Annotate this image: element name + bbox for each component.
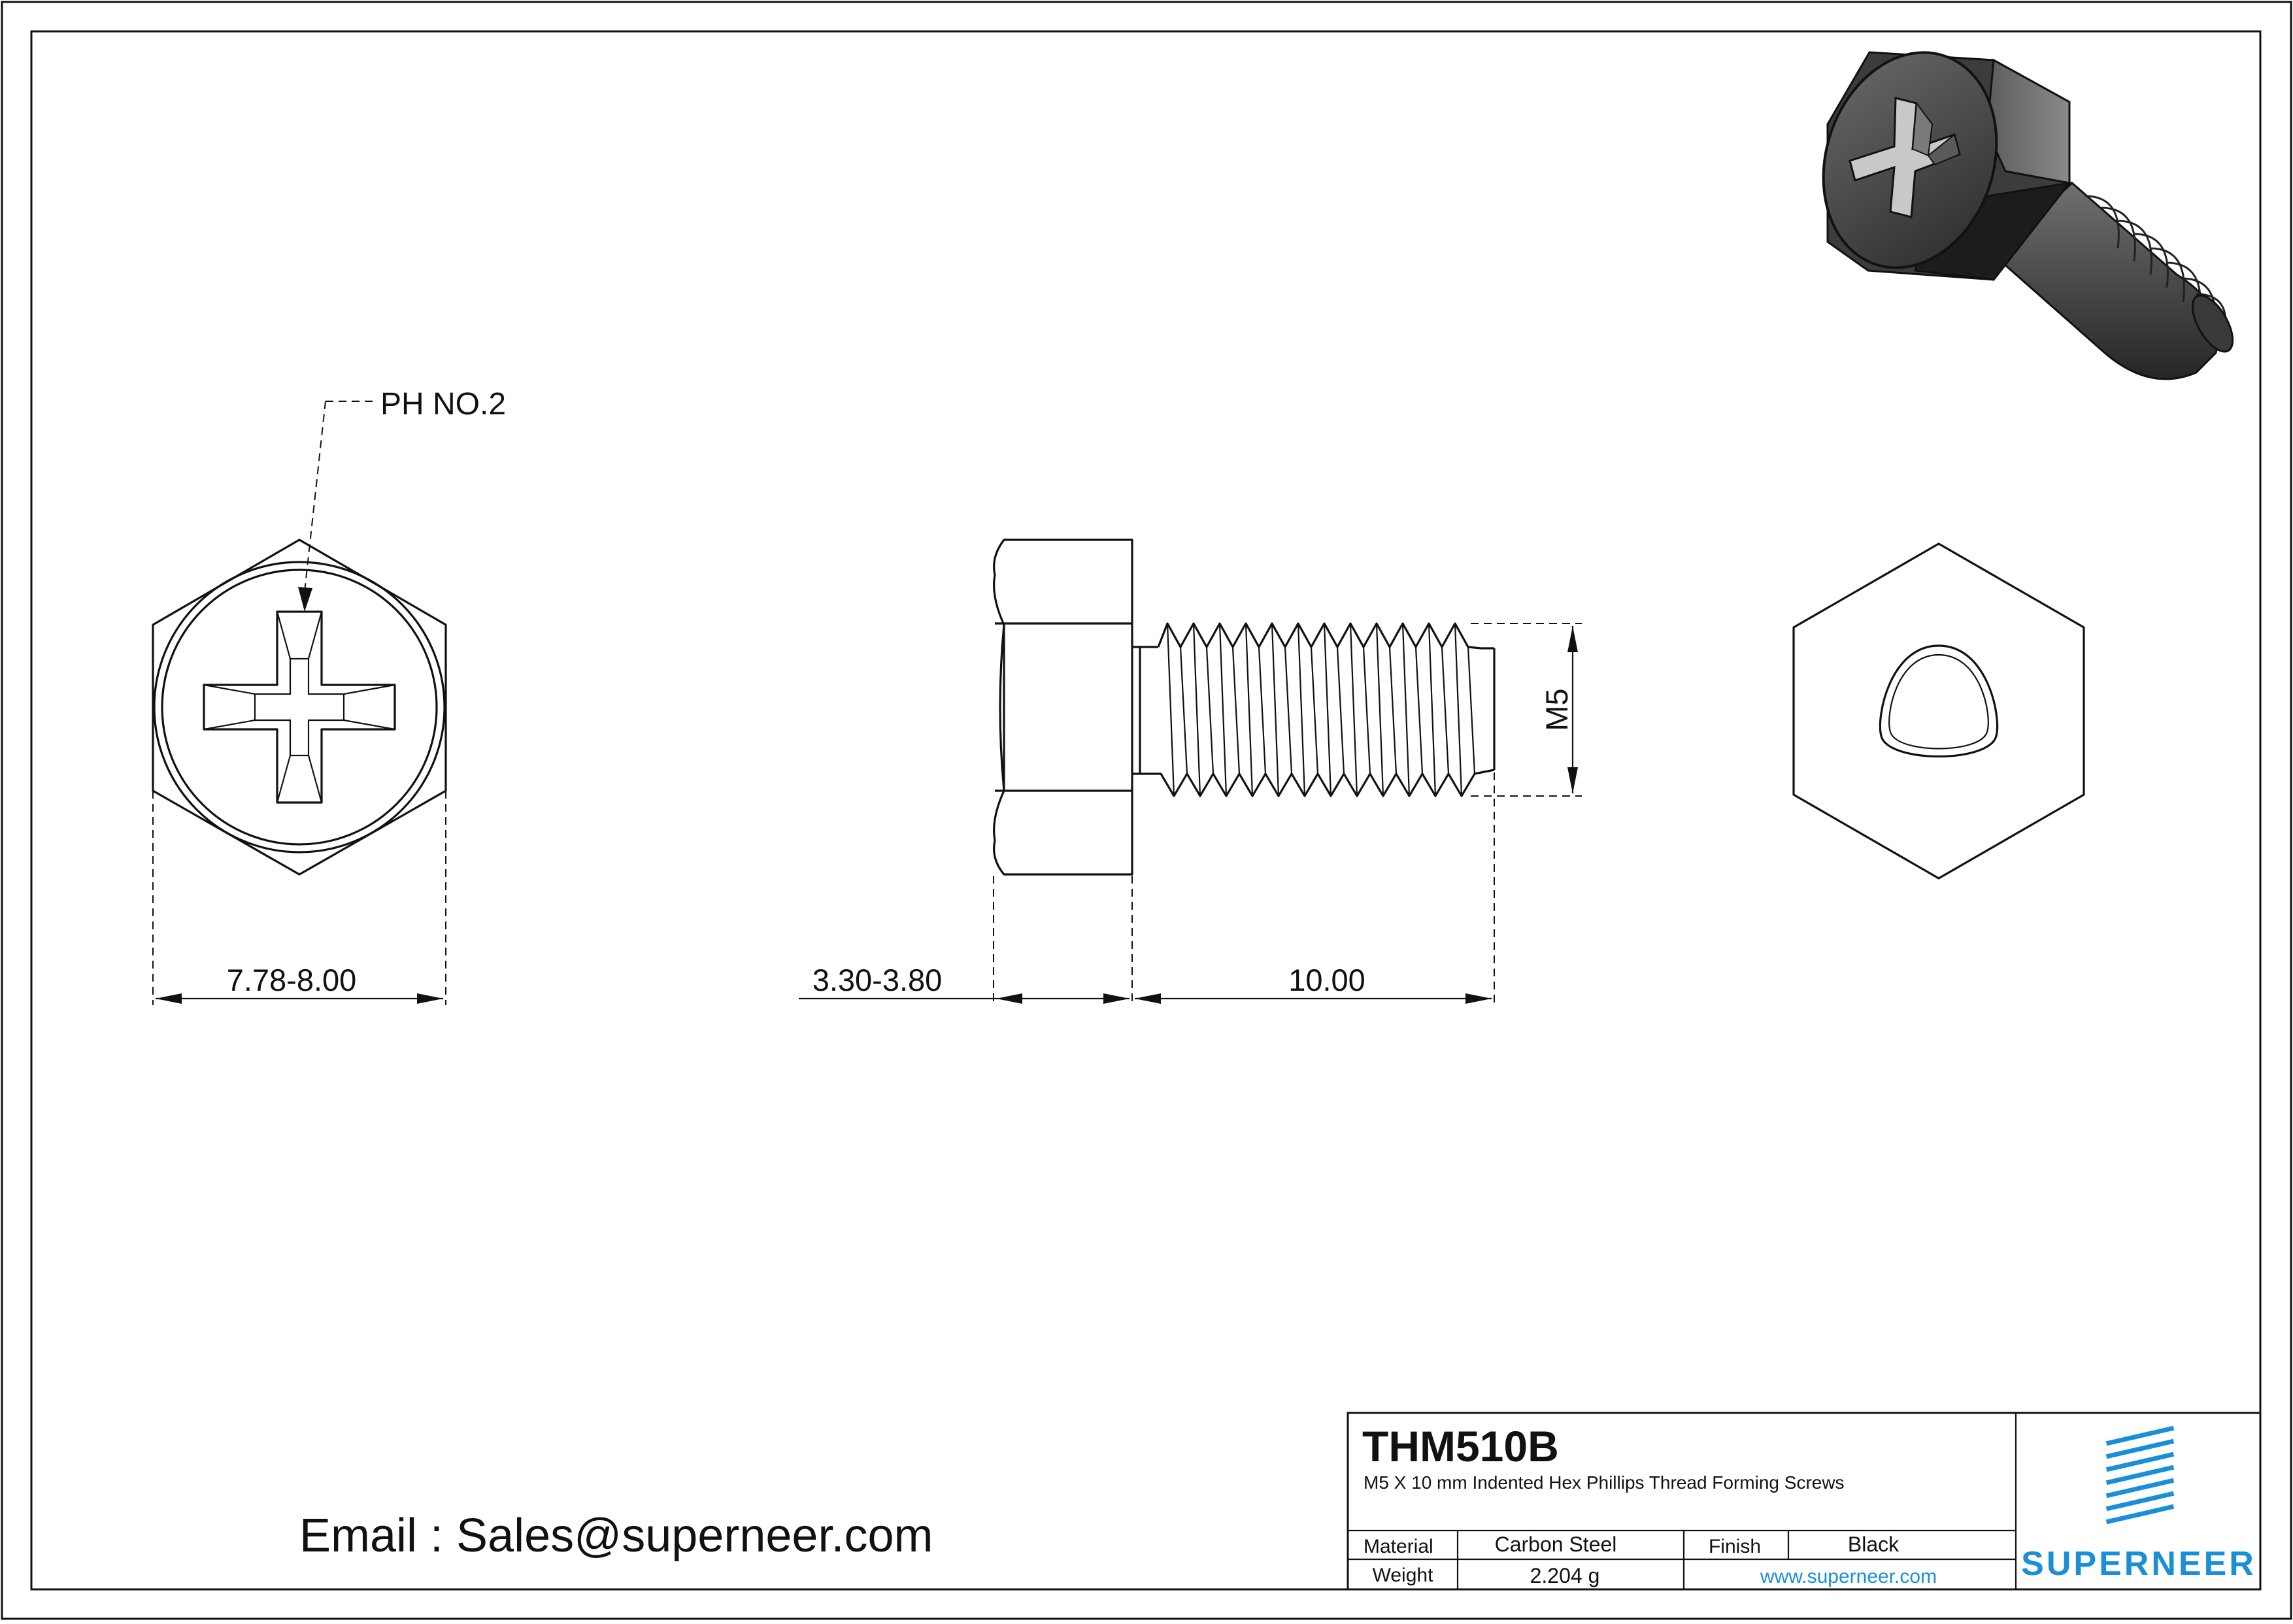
head-washer-circle-outer (153, 561, 446, 853)
iso-view (1822, 51, 2234, 380)
brand-name: SUPERNEER (2021, 1545, 2256, 1583)
end-view-trilobe-outer (1879, 644, 1999, 758)
iso-recess-shade-2 (1927, 133, 1961, 166)
material-value: Carbon Steel (1495, 1533, 1617, 1556)
finish-value: Black (1848, 1533, 1900, 1556)
callout-leader-line (304, 401, 326, 592)
material-label: Material (1364, 1536, 1433, 1557)
part-number: THM510B (1362, 1422, 1559, 1470)
thread-bottom-profile (1158, 769, 1495, 797)
dim-arrow-head-right (1103, 993, 1130, 1004)
iso-thread-rings (2084, 195, 2227, 344)
contact-email: Email : Sales@superneer.com (299, 1510, 933, 1562)
recess-wing-2 (307, 611, 395, 695)
finish-label: Finish (1709, 1536, 1761, 1557)
dim-across-flats-text: 7.78-8.00 (227, 963, 357, 997)
side-head-outline (993, 539, 1133, 876)
part-description: M5 X 10 mm Indented Hex Phillips Thread … (1364, 1472, 1845, 1493)
head-washer-circle-inner (161, 569, 438, 846)
dim-head-height-text: 3.30-3.80 (812, 963, 943, 997)
dim-head-length (799, 772, 1495, 1005)
weight-label: Weight (1373, 1565, 1433, 1586)
recess-wing-4 (307, 719, 395, 803)
dim-arrow-head-left (996, 993, 1022, 1004)
callout-arrow (298, 587, 312, 612)
dim-arrow-thread-top (1567, 626, 1578, 652)
top-view-head (152, 539, 447, 876)
side-head-face-curve (999, 624, 1005, 791)
dim-length-text: 10.00 (1288, 963, 1365, 997)
weight-value: 2.204 g (1530, 1564, 1600, 1587)
website-link[interactable]: www.superneer.com (1760, 1566, 1937, 1587)
end-view (1792, 542, 2085, 880)
sheet-border-inner (30, 30, 2262, 1591)
callout-leader (298, 401, 378, 612)
dim-arrow-length-left (1135, 993, 1161, 1004)
dim-across-flats (152, 791, 446, 1005)
thread-helix-lines (1166, 623, 1476, 797)
callout-text: PH NO.2 (380, 387, 506, 422)
dim-arrow-left (156, 993, 182, 1004)
phillips-recess (203, 610, 396, 804)
superneer-logo-icon (2105, 1425, 2175, 1525)
dim-thread-text: M5 (1539, 688, 1574, 731)
iso-thread-tip (2191, 294, 2234, 353)
thread-top-profile (1157, 622, 1494, 650)
hex-head-outline (152, 539, 447, 876)
end-view-hex (1792, 542, 2085, 880)
dim-arrow-thread-bottom (1567, 767, 1578, 793)
dim-arrow-right (417, 993, 443, 1004)
side-view-screw (993, 539, 1496, 876)
recess-wing-3 (203, 719, 292, 803)
end-view-trilobe-inner (1888, 654, 1989, 750)
dim-thread (1471, 623, 1582, 797)
recess-wing-1 (203, 611, 292, 695)
dim-arrow-length-right (1465, 993, 1492, 1004)
